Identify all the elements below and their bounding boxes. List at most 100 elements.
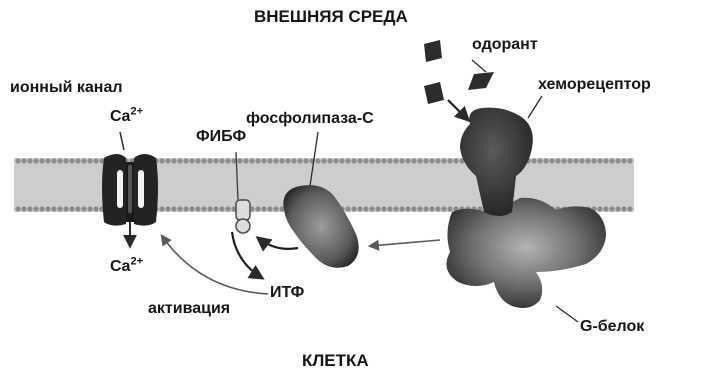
lipid-head	[393, 158, 398, 163]
lipid-head	[411, 206, 416, 211]
lipid-head	[405, 206, 410, 211]
lipid-head	[201, 158, 206, 163]
lipid-head	[429, 158, 434, 163]
lipid-head	[15, 206, 20, 211]
lipid-head	[399, 206, 404, 211]
lipid-head	[213, 158, 218, 163]
lipid-head	[345, 158, 350, 163]
lipid-head	[381, 206, 386, 211]
lipid-head	[453, 158, 458, 163]
odorant-label: одорант	[472, 36, 538, 54]
lipid-head	[603, 158, 608, 163]
lipid-head	[585, 158, 590, 163]
lipid-head	[285, 158, 290, 163]
lipid-head	[171, 206, 176, 211]
lipid-head	[225, 158, 230, 163]
lipid-head	[369, 158, 374, 163]
lipid-head	[429, 206, 434, 211]
lipid-head	[51, 158, 56, 163]
lipid-head	[597, 206, 602, 211]
lipid-head	[603, 206, 608, 211]
lipid-head	[159, 158, 164, 163]
lipid-head	[189, 206, 194, 211]
lipid-head	[375, 158, 380, 163]
lipid-head	[177, 206, 182, 211]
lipid-head	[33, 206, 38, 211]
odorant-binding-arrow	[448, 100, 468, 120]
lipid-head	[189, 158, 194, 163]
activation-arrow	[162, 236, 268, 294]
lipid-head	[423, 206, 428, 211]
lipid-head	[351, 206, 356, 211]
g-protein-label: G-белок	[580, 318, 644, 336]
lipid-head	[21, 158, 26, 163]
lipid-head	[441, 158, 446, 163]
lipid-head	[171, 158, 176, 163]
lipid-head	[183, 158, 188, 163]
ion-channel-pointer	[120, 132, 124, 150]
calcium-outside-label: Ca2+	[110, 108, 143, 126]
lipid-head	[87, 206, 92, 211]
lipid-head	[207, 206, 212, 211]
lipid-head	[417, 158, 422, 163]
lipid-head	[27, 206, 32, 211]
lipid-head	[543, 158, 548, 163]
lipid-head	[411, 158, 416, 163]
lipid-head	[75, 158, 80, 163]
lipid-head	[93, 158, 98, 163]
lipid-head	[195, 206, 200, 211]
lipid-head	[15, 158, 20, 163]
lipid-head	[609, 206, 614, 211]
lipid-head	[159, 206, 164, 211]
lipid-head	[33, 158, 38, 163]
lipid-head	[561, 158, 566, 163]
lipid-head	[237, 158, 242, 163]
lipid-head	[261, 158, 266, 163]
lipid-head	[321, 158, 326, 163]
lipid-head	[165, 206, 170, 211]
lipid-head	[579, 158, 584, 163]
lipid-head	[273, 158, 278, 163]
lipid-head	[369, 206, 374, 211]
activation-label: активация	[148, 300, 230, 318]
lipid-head	[441, 206, 446, 211]
lipid-head	[621, 158, 626, 163]
lipid-head	[39, 206, 44, 211]
lipid-head	[621, 206, 626, 211]
phospholipase-label: фосфолипаза-С	[246, 110, 374, 128]
lipid-head	[555, 158, 560, 163]
lipid-head	[207, 158, 212, 163]
inside-label: КЛЕТКА	[302, 352, 369, 370]
lipid-head	[267, 158, 272, 163]
ion-channel-label: ионный канал	[10, 79, 123, 97]
lipid-head	[333, 158, 338, 163]
lipid-head	[537, 158, 542, 163]
lipid-head	[225, 206, 230, 211]
chemoreceptor-label: хеморецептор	[538, 76, 651, 94]
lipid-head	[45, 206, 50, 211]
lipid-head	[195, 158, 200, 163]
outside-label: ВНЕШНЯЯ СРЕДА	[254, 8, 408, 26]
lipid-head	[177, 158, 182, 163]
lipid-head	[165, 158, 170, 163]
lipid-head	[597, 158, 602, 163]
lipid-head	[627, 206, 632, 211]
lipid-head	[615, 206, 620, 211]
lipid-head	[291, 158, 296, 163]
lipid-head	[327, 158, 332, 163]
lipid-head	[447, 158, 452, 163]
lipid-head	[213, 206, 218, 211]
lipid-head	[567, 158, 572, 163]
lipid-head	[75, 206, 80, 211]
lipid-head	[387, 206, 392, 211]
lipid-head	[573, 158, 578, 163]
calcium-inside-label: Ca2+	[110, 258, 143, 276]
lipid-head	[219, 158, 224, 163]
lipid-head	[363, 206, 368, 211]
lipid-head	[423, 158, 428, 163]
lipid-head	[39, 158, 44, 163]
pip2-label: ФИБФ	[196, 128, 246, 146]
lipid-head	[315, 158, 320, 163]
lipid-head	[345, 206, 350, 211]
